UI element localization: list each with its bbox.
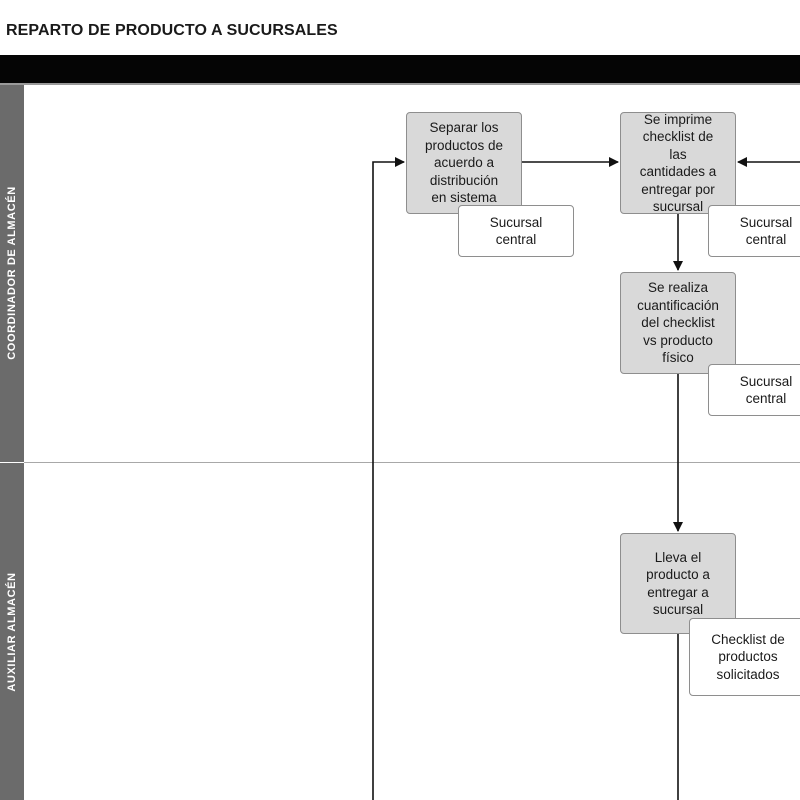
process-separar-productos: Separar los productos de acuerdo a distr…: [406, 112, 522, 214]
header-band: [0, 55, 800, 83]
connector-return-to-separar: [372, 157, 405, 800]
note-sucursal-central-2: Sucursal central: [708, 205, 800, 257]
note-checklist-productos: Checklist de productos solicitados: [689, 618, 800, 696]
note-sucursal-central-1: Sucursal central: [458, 205, 574, 257]
lane-strip-coordinador: [0, 85, 24, 462]
note-sucursal-central-3: Sucursal central: [708, 364, 800, 416]
diagram-title: REPARTO DE PRODUCTO A SUCURSALES: [6, 22, 338, 39]
lane-top-border: [0, 83, 800, 85]
process-imprime-checklist: Se imprime checklist de las cantidades a…: [620, 112, 736, 214]
lane-separator: [24, 462, 800, 463]
lane-strip-auxiliar: [0, 463, 24, 800]
process-cuantificacion-checklist: Se realiza cuantificación del checklist …: [620, 272, 736, 374]
process-lleva-producto: Lleva el producto a entregar a sucursal: [620, 533, 736, 634]
